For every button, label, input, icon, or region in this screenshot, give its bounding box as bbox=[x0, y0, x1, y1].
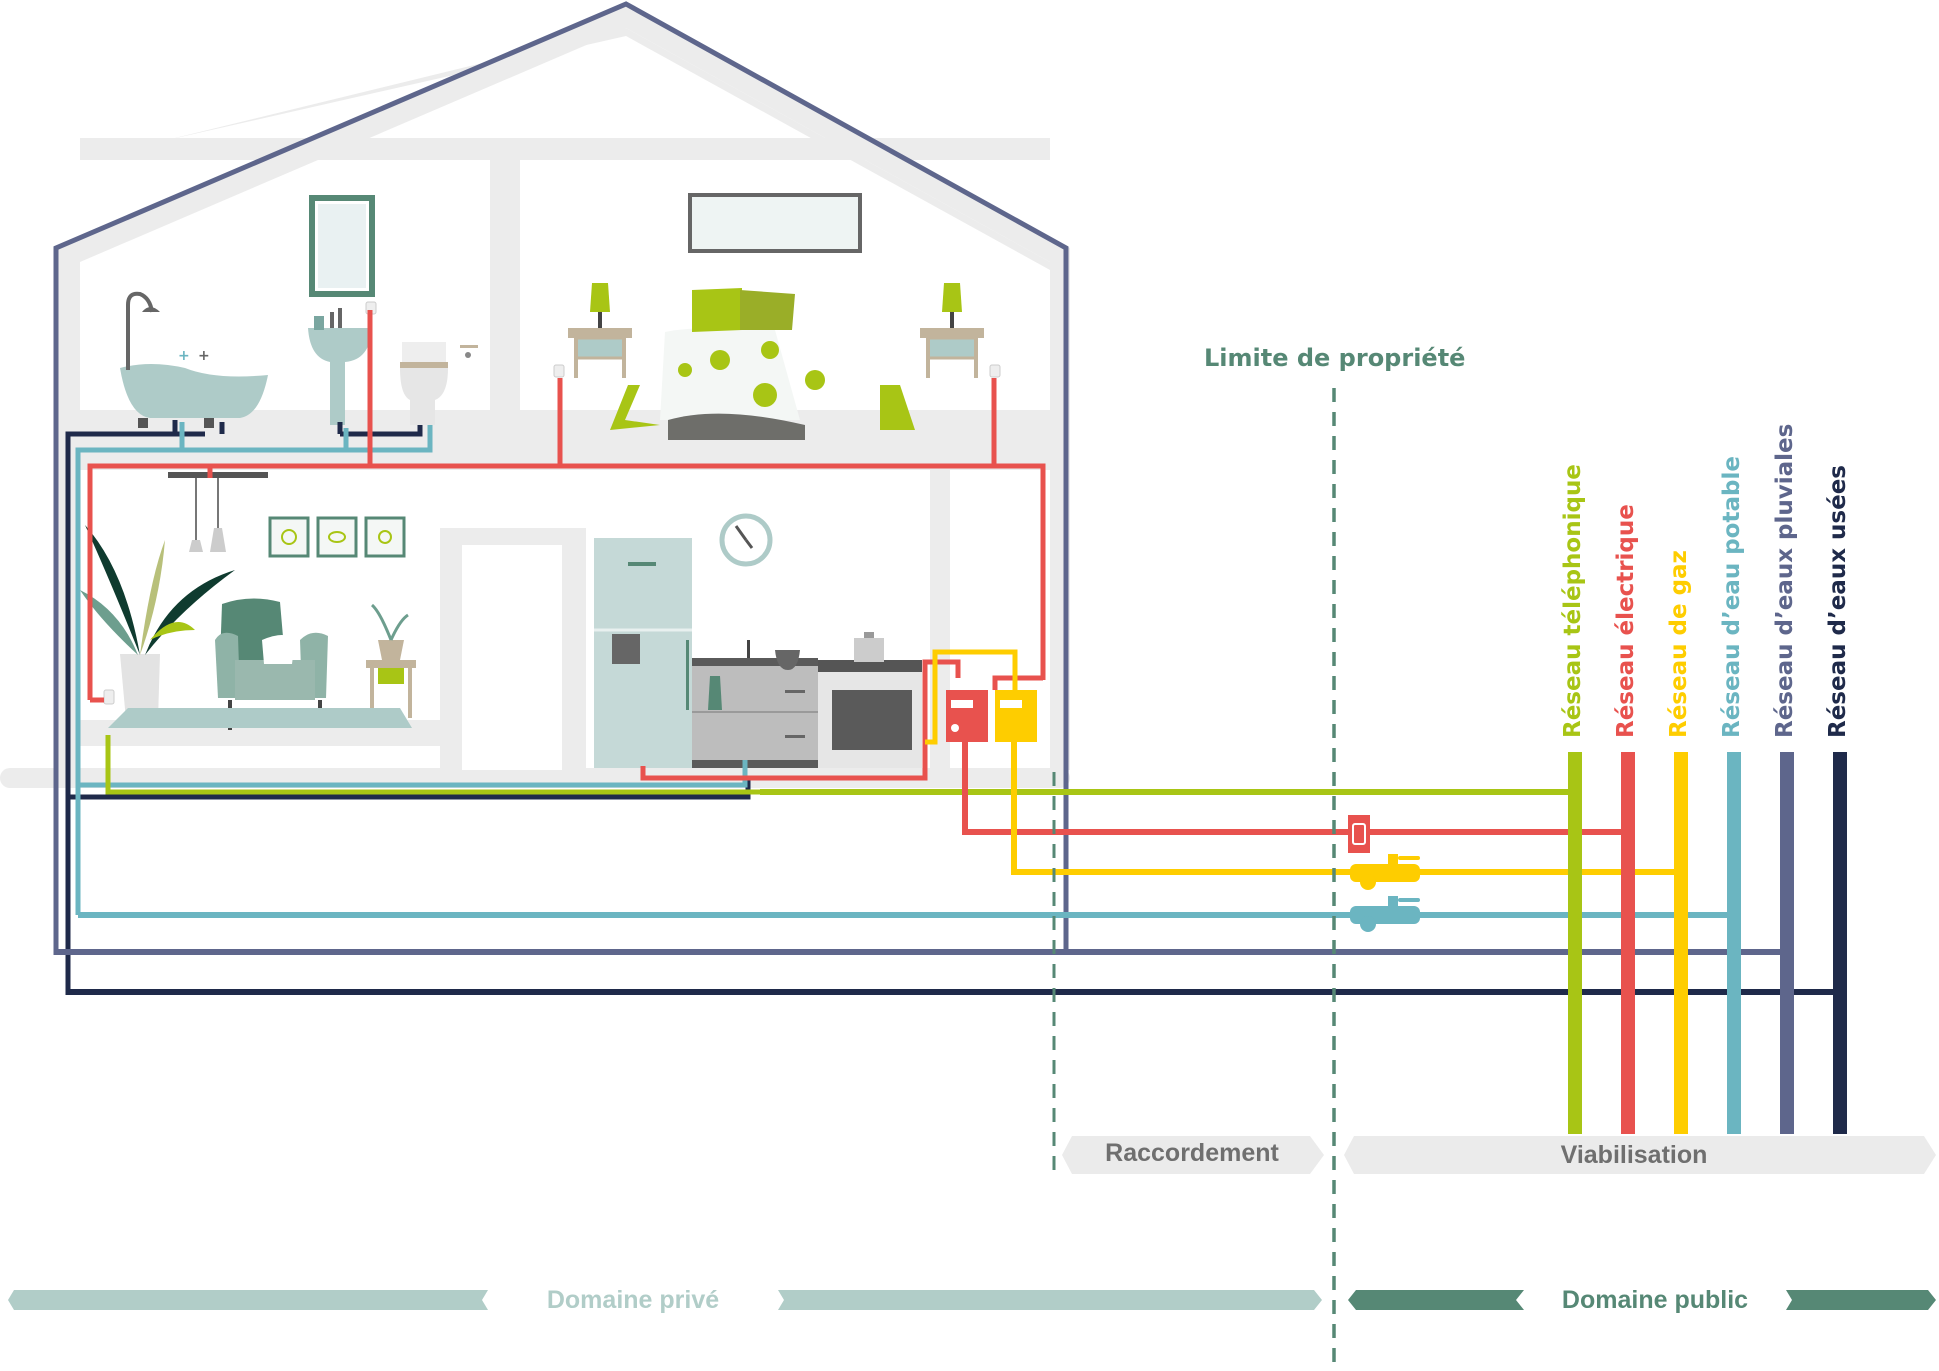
raccordement-band bbox=[1062, 1136, 1324, 1174]
indoor-pipes bbox=[65, 310, 1046, 995]
network-label-wastewater: Réseau d’eaux usées bbox=[1825, 465, 1851, 738]
svg-text:+: + bbox=[198, 348, 210, 364]
gas-line bbox=[1011, 742, 1680, 875]
network-label-electric: Réseau électrique bbox=[1613, 504, 1639, 738]
public-band-right bbox=[1786, 1290, 1936, 1310]
public-mains bbox=[1568, 752, 1847, 1134]
water-valve-icon bbox=[1350, 896, 1420, 932]
living-room bbox=[80, 472, 416, 730]
bathroom: + + bbox=[120, 195, 478, 428]
gas-meter bbox=[995, 690, 1037, 742]
nightstand-right bbox=[920, 328, 984, 338]
outdoor-lines bbox=[56, 742, 1840, 995]
electric-junction-box bbox=[1348, 815, 1370, 853]
gas-valve-icon bbox=[1350, 854, 1420, 890]
network-label-telephone: Réseau téléphonique bbox=[1560, 464, 1586, 738]
house-structure bbox=[58, 4, 1070, 780]
domaine-public-label: Domaine public bbox=[1561, 1286, 1749, 1314]
fridge bbox=[594, 538, 692, 768]
bathtub bbox=[120, 364, 268, 418]
rug bbox=[108, 708, 412, 728]
lamp-right bbox=[942, 283, 962, 312]
svg-text:+: + bbox=[178, 348, 190, 364]
nightstand-left bbox=[568, 328, 632, 338]
lamp-left bbox=[590, 283, 610, 312]
rainwater-house-outline bbox=[53, 1, 1069, 955]
private-band-left bbox=[8, 1290, 488, 1310]
armchair bbox=[215, 598, 328, 730]
electric-line bbox=[962, 742, 1627, 835]
bedroom-socket-left bbox=[553, 364, 565, 378]
viabilisation-label: Viabilisation bbox=[1560, 1141, 1708, 1169]
pendant-lamp-1 bbox=[189, 540, 203, 552]
plant bbox=[80, 525, 235, 720]
viabilisation-band bbox=[1344, 1136, 1936, 1174]
network-label-rainwater: Réseau d’eaux pluviales bbox=[1772, 423, 1798, 738]
shower-head bbox=[126, 291, 154, 370]
domaine-prive-label: Domaine privé bbox=[546, 1286, 720, 1314]
kitchen bbox=[594, 513, 922, 768]
network-label-gas: Réseau de gaz bbox=[1666, 550, 1692, 738]
bathroom-mirror bbox=[309, 195, 375, 297]
public-band-left bbox=[1348, 1290, 1524, 1310]
bedroom-window bbox=[688, 193, 862, 253]
bowl bbox=[775, 650, 800, 670]
private-band-right bbox=[778, 1290, 1322, 1310]
pendant-lamp-2 bbox=[210, 528, 226, 552]
toilet bbox=[402, 342, 446, 362]
bedroom-socket-right bbox=[989, 364, 1001, 378]
network-label-water: Réseau d’eau potable bbox=[1719, 456, 1745, 738]
property-limit-title: Limite de propriété bbox=[1204, 344, 1466, 372]
bedroom bbox=[553, 193, 1001, 440]
washbasin bbox=[308, 328, 372, 425]
living-socket bbox=[103, 689, 115, 705]
wall-frames bbox=[268, 516, 406, 558]
side-table bbox=[366, 603, 416, 718]
electric-meter bbox=[946, 690, 988, 742]
raccordement-label: Raccordement bbox=[1105, 1139, 1279, 1167]
